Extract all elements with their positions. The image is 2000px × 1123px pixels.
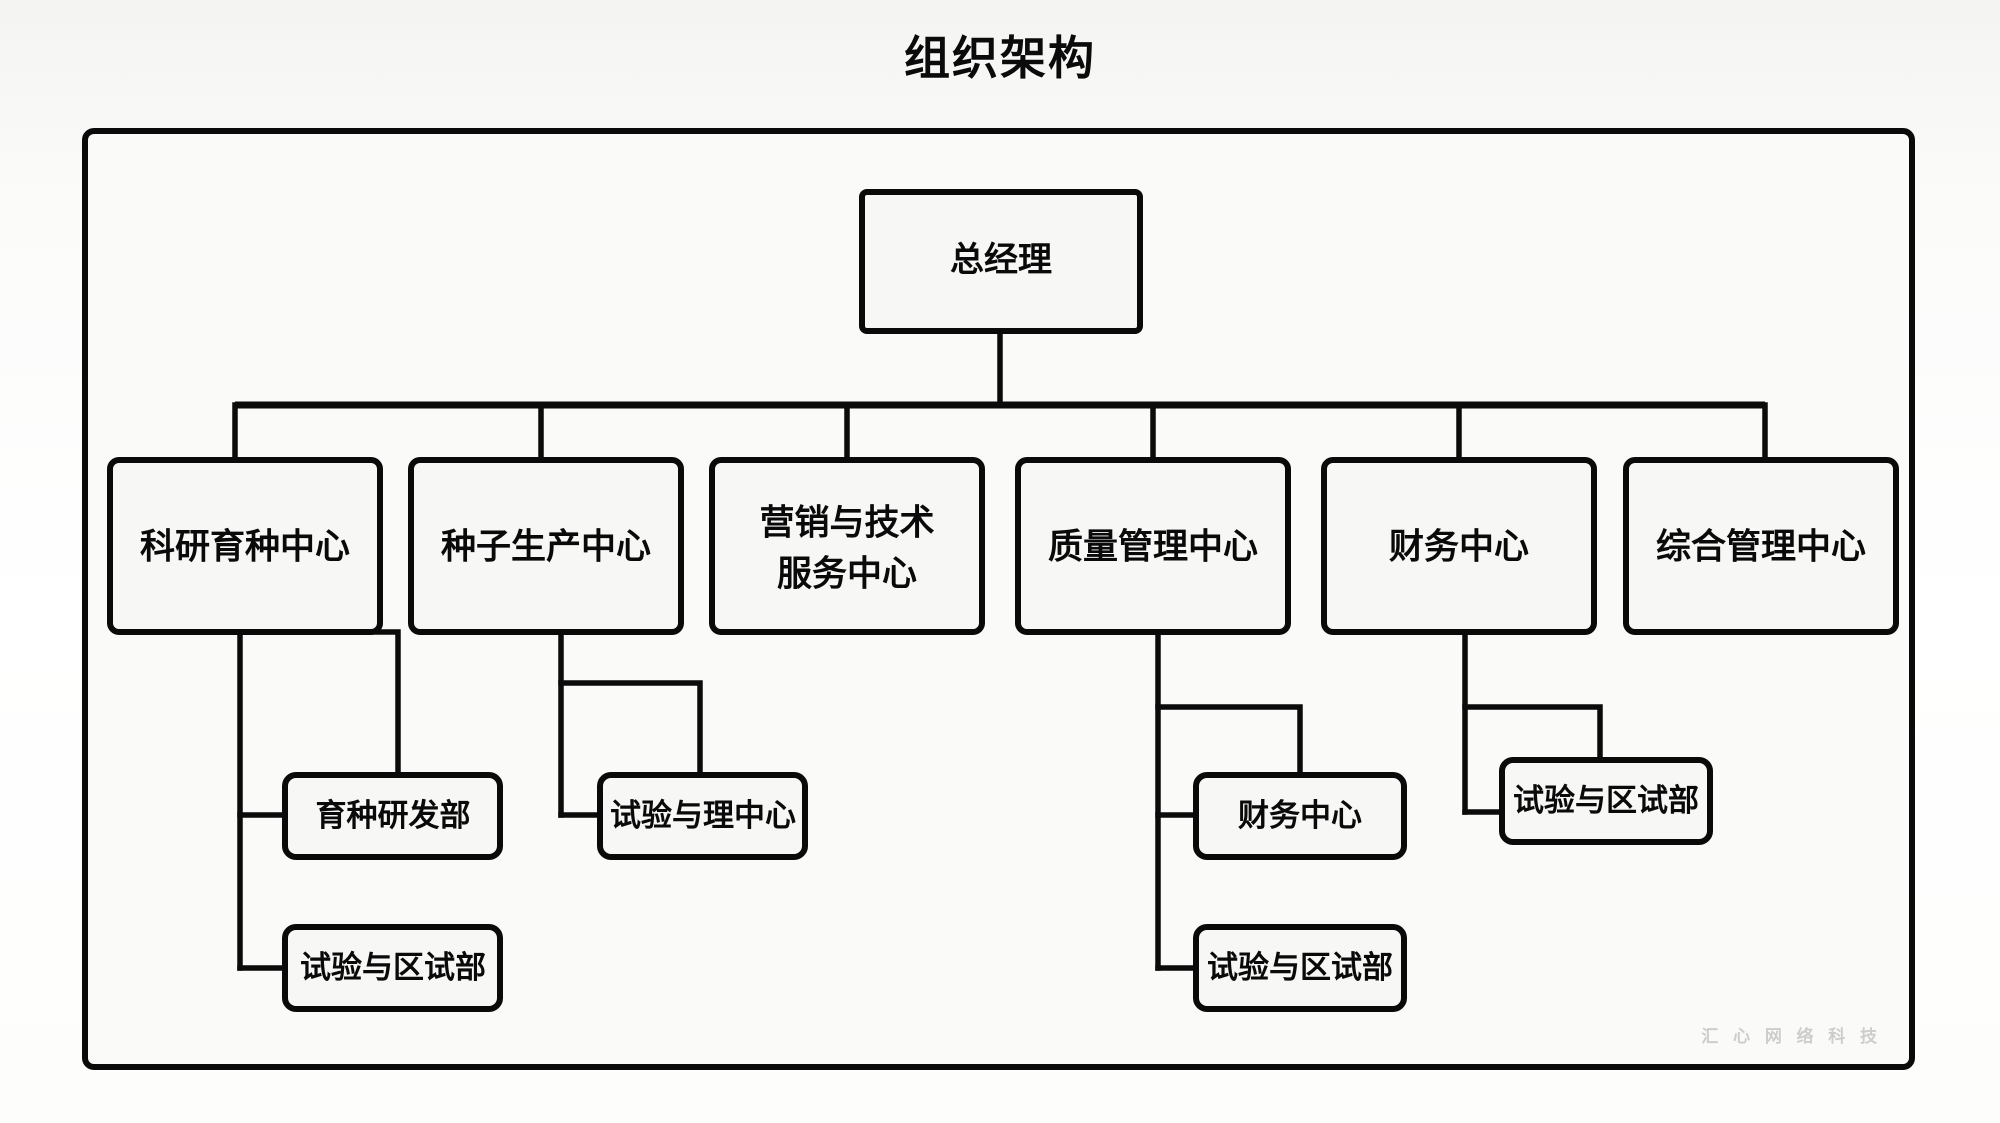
node-division-3[interactable]: 营销与技术 服务中心 [709,457,985,635]
node-division-3-label-line2: 服务中心 [777,554,917,593]
node-division-1-label: 科研育种中心 [140,527,350,566]
node-root[interactable]: 总经理 [859,189,1143,334]
node-department-5-label: 试验与区试部 [1207,950,1393,985]
node-department-1-box[interactable] [282,772,503,860]
node-root-label: 总经理 [950,241,1052,279]
node-division-3-box[interactable] [709,457,985,635]
node-department-4[interactable]: 财务中心 [1193,772,1407,860]
node-department-5-box[interactable] [1193,924,1407,1012]
node-division-5-box[interactable] [1321,457,1597,635]
node-department-6-label: 试验与区试部 [1513,783,1699,818]
node-division-4-label: 质量管理中心 [1048,527,1258,566]
connector-elbow-div5-child1-top [1462,704,1603,763]
node-division-6[interactable]: 综合管理中心 [1623,457,1899,635]
node-department-5[interactable]: 试验与区试部 [1193,924,1407,1012]
node-department-1[interactable]: 育种研发部 [282,772,503,860]
watermark-text: 汇 心 网 络 科 技 [1701,1027,1882,1046]
node-department-6-box[interactable] [1499,757,1713,845]
node-department-6[interactable]: 试验与区试部 [1499,757,1713,845]
node-division-5[interactable]: 财务中心 [1321,457,1597,635]
node-division-3-label-line1: 营销与技术 [759,503,934,542]
node-department-1-label: 育种研发部 [316,798,471,833]
node-department-2-label: 试验与区试部 [300,950,486,985]
node-division-2-label: 种子生产中心 [441,527,651,566]
node-department-3-label: 试验与理中心 [610,798,796,833]
connector-elbow-div4-child1-top [1155,704,1303,778]
node-division-2[interactable]: 种子生产中心 [408,457,684,635]
node-division-2-box[interactable] [408,457,684,635]
node-department-4-label: 财务中心 [1238,798,1362,833]
chart-outer-frame [82,128,1915,1070]
node-root-box[interactable] [859,189,1143,334]
page-title: 组织架构 [904,32,1096,84]
node-division-4[interactable]: 质量管理中心 [1015,457,1291,635]
node-department-3[interactable]: 试验与理中心 [597,772,808,860]
node-division-6-label: 综合管理中心 [1656,527,1866,566]
node-division-4-box[interactable] [1015,457,1291,635]
connector-elbow-div2-child1-top [558,680,703,778]
node-division-6-box[interactable] [1623,457,1899,635]
node-department-4-box[interactable] [1193,772,1407,860]
node-division-1-box[interactable] [107,457,383,635]
node-division-5-label: 财务中心 [1389,527,1529,566]
node-department-2[interactable]: 试验与区试部 [282,924,503,1012]
node-division-1[interactable]: 科研育种中心 [107,457,383,635]
node-department-3-box[interactable] [597,772,808,860]
node-department-2-box[interactable] [282,924,503,1012]
